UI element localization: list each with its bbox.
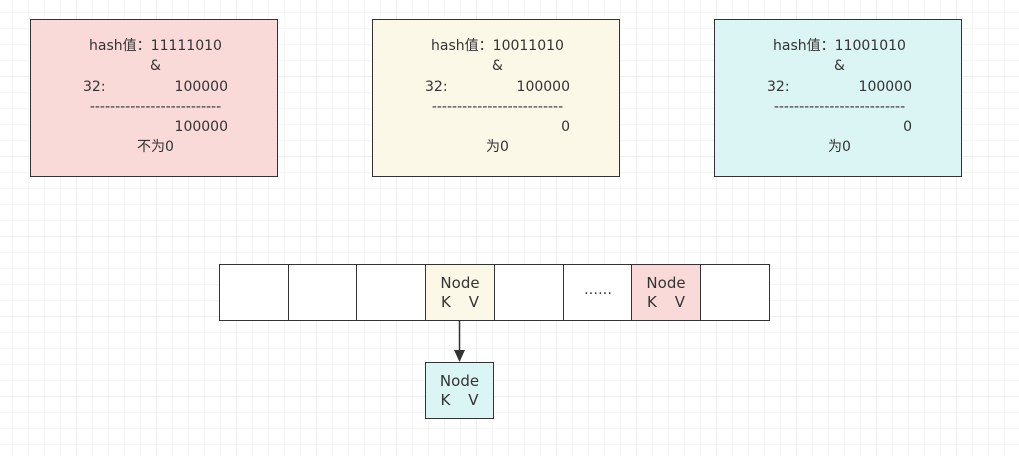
calc-content: hash值：11111010 & 32: 100000 ------------…	[83, 36, 228, 158]
linked-node: Node K V	[425, 362, 494, 419]
mask-value: 100000	[858, 78, 912, 95]
calc-content: hash值：10011010 & 32: 100000 ------------…	[425, 36, 570, 158]
hash-row: hash值：11001010	[767, 36, 912, 56]
bucket-cell-5-ellipsis: ……	[563, 264, 633, 321]
mask-label: 32:	[767, 78, 790, 95]
node-title: Node	[646, 273, 686, 292]
result-value: 0	[561, 119, 570, 136]
calc-box-3: hash值：11001010 & 32: 100000 ------------…	[714, 19, 962, 177]
bucket-cell-7	[700, 264, 770, 321]
divider: --------------------------	[773, 98, 906, 115]
calc-box-2: hash值：10011010 & 32: 100000 ------------…	[372, 19, 620, 177]
verdict: 为0	[828, 139, 851, 156]
hash-row: hash值：10011010	[425, 36, 570, 56]
result-value: 0	[903, 119, 912, 136]
hash-value: 10011010	[492, 38, 564, 54]
hash-value: 11001010	[834, 38, 906, 54]
mask-label: 32:	[425, 78, 448, 95]
bucket-cell-2	[356, 264, 426, 321]
bucket-cell-0	[219, 264, 289, 321]
node-value: V	[674, 292, 686, 311]
calc-box-1: hash值：11111010 & 32: 100000 ------------…	[30, 19, 278, 177]
mask-row: 32: 100000	[83, 77, 228, 97]
hash-label: hash值：	[431, 38, 493, 54]
bucket-cell-6-node: Node K V	[631, 264, 701, 321]
result-value: 100000	[174, 119, 228, 136]
mask-row: 32: 100000	[767, 77, 912, 97]
mask-value: 100000	[516, 78, 570, 95]
arrow-head	[454, 350, 465, 362]
bucket-cell-1	[288, 264, 358, 321]
node-kv: K V	[441, 293, 479, 312]
node-value: V	[468, 292, 480, 311]
hash-value: 11111010	[150, 38, 222, 54]
node-title: Node	[439, 371, 480, 390]
operator: &	[492, 58, 503, 75]
calc-content: hash值：11001010 & 32: 100000 ------------…	[767, 36, 912, 158]
verdict: 不为0	[137, 139, 174, 156]
mask-value: 100000	[174, 78, 228, 95]
operator: &	[834, 58, 845, 75]
bucket-cell-4	[494, 264, 564, 321]
bucket-array: Node K V …… Node K V	[219, 264, 770, 321]
node-key: K	[646, 292, 657, 311]
node-kv: K V	[440, 391, 478, 410]
verdict: 为0	[486, 139, 509, 156]
hash-label: hash值：	[773, 38, 835, 54]
node-key: K	[440, 292, 451, 311]
operator: &	[150, 58, 161, 75]
divider: --------------------------	[431, 98, 564, 115]
hash-row: hash值：11111010	[83, 36, 228, 56]
divider: --------------------------	[89, 98, 222, 115]
node-key: K	[440, 390, 451, 409]
bucket-cell-3-node: Node K V	[425, 264, 495, 321]
hash-label: hash值：	[89, 38, 151, 54]
node-kv: K V	[647, 293, 685, 312]
mask-row: 32: 100000	[425, 77, 570, 97]
node-value: V	[468, 390, 479, 409]
ellipsis: ……	[584, 282, 612, 298]
mask-label: 32:	[83, 78, 106, 95]
node-title: Node	[440, 273, 480, 292]
